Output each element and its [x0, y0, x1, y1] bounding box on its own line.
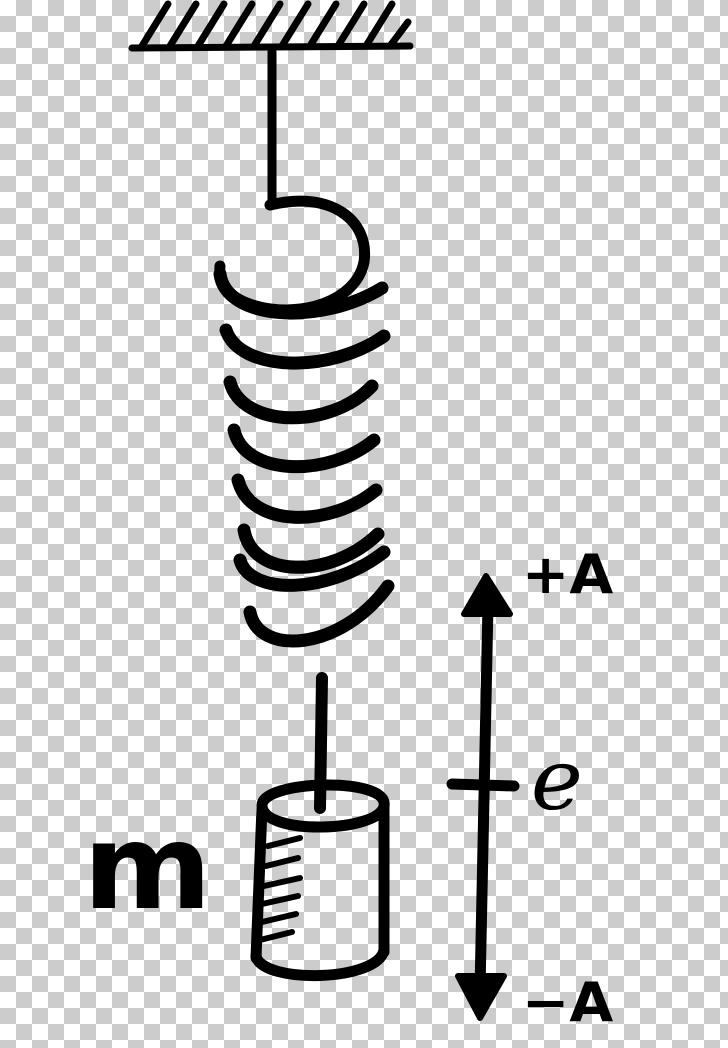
plus-amplitude-label: +A — [521, 543, 614, 606]
displacement-arrow — [446, 573, 520, 1021]
cylinder-mass — [250, 779, 390, 981]
equilibrium-label: e — [530, 731, 583, 829]
ceiling-support — [128, 0, 414, 52]
minus-amplitude-label: −A — [521, 971, 614, 1034]
spring-hook — [214, 195, 371, 316]
spring-coils — [213, 267, 395, 648]
mass-label: m — [82, 798, 213, 936]
